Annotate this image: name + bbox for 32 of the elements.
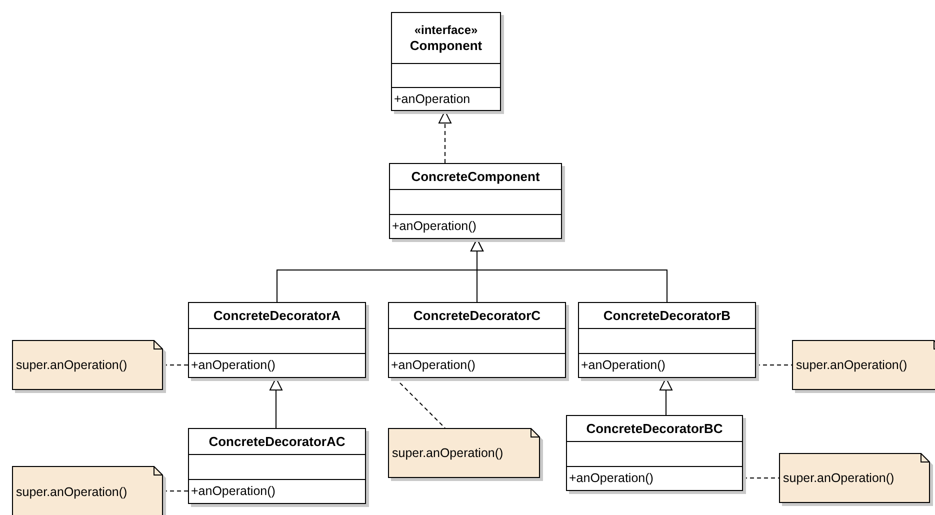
class-name: ConcreteDecoratorB — [603, 308, 731, 323]
stereotype-label: «interface» — [414, 22, 478, 38]
class-box — [391, 12, 501, 111]
note-text: super.anOperation() — [15, 485, 128, 499]
note-text: super.anOperation() — [391, 446, 504, 460]
class-box — [388, 302, 566, 378]
operation-text: +anOperation() — [569, 471, 654, 485]
class-box — [389, 163, 562, 239]
note-box — [792, 340, 935, 390]
operation-text: +anOperation() — [191, 484, 276, 498]
operation-text: +anOperation — [394, 92, 470, 106]
operation-text: +anOperation() — [191, 358, 276, 372]
class-box — [566, 415, 743, 491]
class-name: ConcreteDecoratorA — [213, 308, 341, 323]
class-name: ConcreteDecoratorC — [413, 308, 541, 323]
class-name: ConcreteDecoratorAC — [208, 434, 346, 449]
note-box — [388, 428, 540, 478]
note-text: super.anOperation() — [15, 358, 128, 372]
operation-text: +anOperation() — [391, 358, 476, 372]
note-box — [12, 466, 163, 515]
operation-text: +anOperation() — [392, 219, 476, 233]
class-name: ConcreteComponent — [411, 169, 540, 184]
note-text: super.anOperation() — [782, 471, 894, 485]
class-name: ConcreteDecoratorBC — [586, 421, 723, 436]
class-box — [188, 428, 366, 504]
class-box — [578, 302, 756, 378]
class-box — [188, 302, 366, 378]
note-box — [779, 453, 930, 503]
note-box — [12, 340, 163, 390]
operation-text: +anOperation() — [581, 358, 666, 372]
note-text: super.anOperation() — [795, 358, 908, 372]
class-name: Component — [410, 38, 482, 53]
